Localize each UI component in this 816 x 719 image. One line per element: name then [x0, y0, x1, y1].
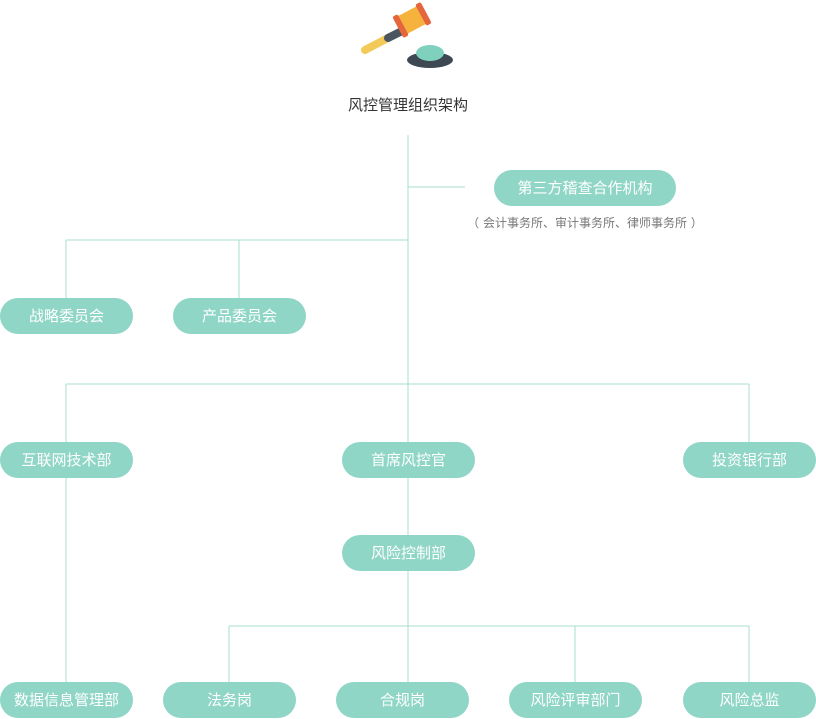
node-cro[interactable]: 首席风控官 [342, 442, 475, 478]
node-risk-director[interactable]: 风险总监 [683, 682, 816, 718]
node-legal[interactable]: 法务岗 [163, 682, 296, 718]
node-data-info[interactable]: 数据信息管理部 [0, 682, 133, 718]
page-title: 风控管理组织架构 [347, 96, 468, 114]
node-investment-banking[interactable]: 投资银行部 [683, 442, 816, 478]
node-strategy-committee[interactable]: 战略委员会 [0, 298, 133, 334]
gavel-icon [361, 2, 453, 68]
node-compliance[interactable]: 合规岗 [336, 682, 469, 718]
node-product-committee[interactable]: 产品委员会 [173, 298, 306, 334]
node-internet-tech[interactable]: 互联网技术部 [0, 442, 133, 478]
third-party-note: （ 会计事务所、审计事务所、律师事务所 ） [467, 216, 703, 230]
node-risk-control[interactable]: 风险控制部 [342, 535, 475, 571]
node-risk-review[interactable]: 风险评审部门 [509, 682, 642, 718]
node-third-party[interactable]: 第三方稽查合作机构 [494, 170, 676, 206]
